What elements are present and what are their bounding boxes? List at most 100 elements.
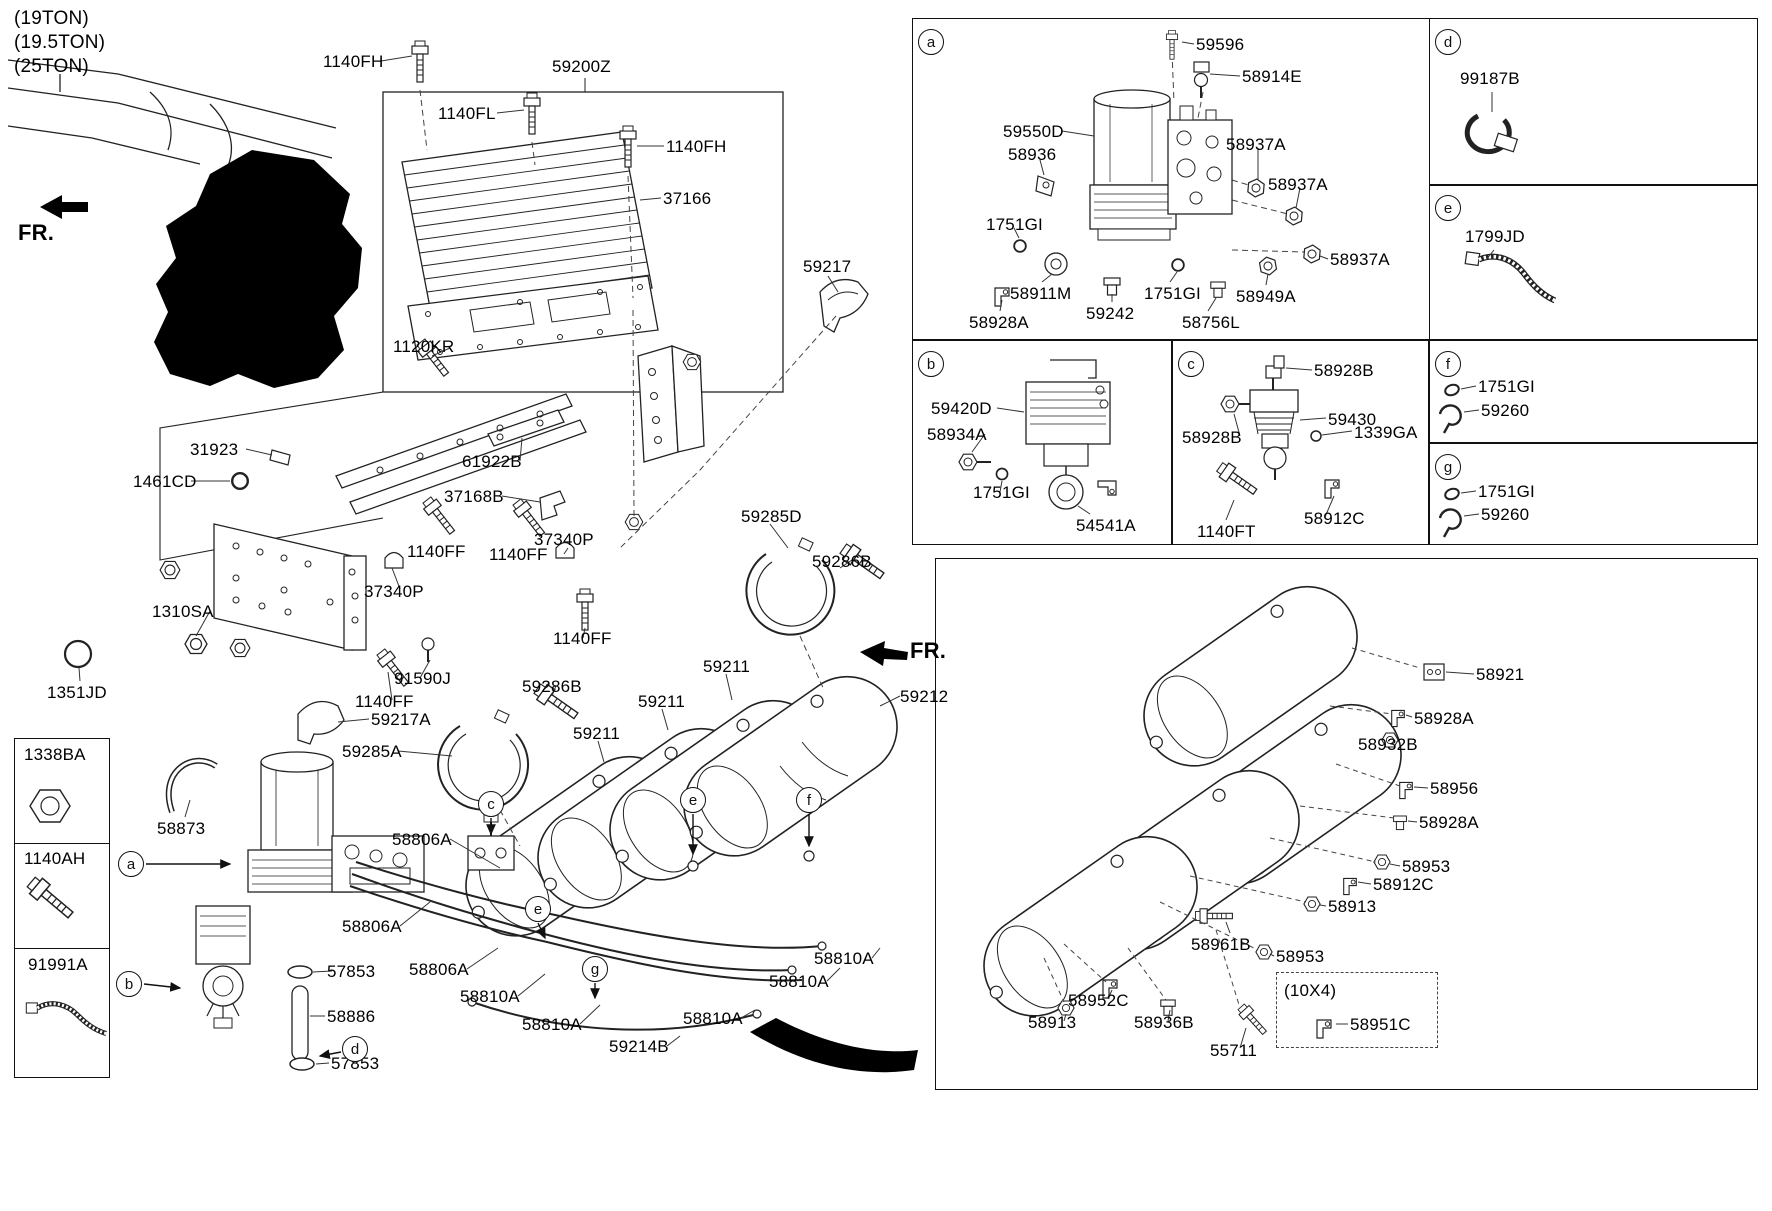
part-number-label: 58810A (522, 1015, 582, 1034)
part-number-label: 58806A (342, 917, 402, 936)
part-number-label: 37168B (444, 487, 504, 506)
part-number-label: 58913 (1328, 897, 1377, 916)
part-number-label: 58913 (1028, 1013, 1077, 1032)
part-number-label: 58937A (1268, 175, 1328, 194)
part-number-label: 59212 (900, 687, 949, 706)
part-number-label: 58934A (927, 425, 987, 444)
callout-e: e (680, 787, 706, 813)
part-number-label: 1339GA (1354, 423, 1418, 442)
part-number-label: 58937A (1330, 250, 1390, 269)
part-number-label: 59596 (1196, 35, 1245, 54)
part-number-label: 31923 (190, 440, 239, 459)
part-number-label: 58956 (1430, 779, 1479, 798)
part-number-label: 58961B (1191, 935, 1251, 954)
part-number-label: 58921 (1476, 665, 1525, 684)
part-number-label: 1140FT (1197, 522, 1256, 541)
fr-arrow-bottom (860, 641, 908, 666)
part-number-label: 58928A (1414, 709, 1474, 728)
part-number-label: 59285D (741, 507, 802, 526)
part-number-label: 1351JD (47, 683, 107, 702)
part-number-label: 1751GI (1478, 482, 1535, 501)
detail-panel-g (1429, 443, 1758, 545)
ton-variant-label: (25TON) (14, 56, 89, 77)
detail-panel-e (1429, 185, 1758, 340)
fr-direction-label: FR. (18, 220, 55, 245)
callout-d: d (1435, 29, 1461, 55)
part-number-label: 59430 (1328, 410, 1377, 429)
part-number-label: 91991A (28, 955, 88, 974)
part-number-label: 58756L (1182, 313, 1240, 332)
part-number-label: 58810A (769, 972, 829, 991)
blacked-out-assembly (154, 150, 362, 388)
part-number-label: 58952C (1068, 991, 1129, 1010)
part-number-label: 58806A (392, 830, 452, 849)
part-number-label: 1140FF (407, 542, 466, 561)
part-number-label: 58951C (1350, 1015, 1411, 1034)
part-number-label: 37340P (364, 582, 424, 601)
multiplier-box-10x4 (1276, 972, 1438, 1048)
part-number-label: 58810A (814, 949, 874, 968)
part-number-label: 1140FF (355, 692, 414, 711)
part-number-label: 59285A (342, 742, 402, 761)
part-number-label: 58949A (1236, 287, 1296, 306)
callout-a: a (118, 851, 144, 877)
fr-direction-label: FR. (910, 638, 947, 663)
detail-panel-d (1429, 18, 1758, 185)
callout-e: e (525, 896, 551, 922)
callout-g: g (582, 956, 608, 982)
callout-c: c (478, 791, 504, 817)
part-number-label: 57853 (331, 1054, 380, 1073)
callout-a: a (918, 29, 944, 55)
part-number-label: 1751GI (973, 483, 1030, 502)
part-number-label: 37340P (534, 530, 594, 549)
callout-b: b (116, 971, 142, 997)
ton-variant-label: (19TON) (14, 8, 89, 29)
part-number-label: 58886 (327, 1007, 376, 1026)
part-number-label: 59211 (573, 724, 621, 743)
part-number-label: 58912C (1304, 509, 1365, 528)
part-number-label: 58936 (1008, 145, 1057, 164)
ton-variant-label: (19.5TON) (14, 32, 106, 53)
detail-panel-f (1429, 340, 1758, 443)
part-number-label: 58912C (1373, 875, 1434, 894)
part-number-label: 58911M (1010, 284, 1072, 303)
part-number-label: 1140FH (666, 137, 727, 156)
part-number-label: 61922B (462, 452, 522, 471)
part-number-label: 1310SA (152, 602, 214, 621)
part-number-label: 59217A (371, 710, 431, 729)
part-number-label: 58928B (1182, 428, 1242, 447)
part-number-label: 1140FL (438, 104, 496, 123)
part-number-label: 59550D (1003, 122, 1064, 141)
callout-f: f (796, 787, 822, 813)
detail-panel-b (912, 340, 1172, 545)
part-number-label: 59260 (1481, 401, 1530, 420)
callout-g: g (1435, 454, 1461, 480)
part-number-label: 59420D (931, 399, 992, 418)
part-number-label: 91590J (394, 669, 451, 688)
part-number-label: 58928A (1419, 813, 1479, 832)
part-number-label: 57853 (327, 962, 376, 981)
part-number-label: 1120KR (393, 337, 455, 356)
part-number-label: 58873 (157, 819, 206, 838)
part-number-label: 1338BA (24, 745, 86, 764)
part-number-label: 59200Z (552, 57, 611, 76)
callout-c: c (1178, 351, 1204, 377)
part-number-label: 1751GI (1478, 377, 1535, 396)
part-number-label: 58936B (1134, 1013, 1194, 1032)
part-number-label: 58806A (409, 960, 469, 979)
part-number-label: 59286B (522, 677, 582, 696)
part-number-label: 1140FH (323, 52, 384, 71)
part-number-label: 99187B (1460, 69, 1520, 88)
part-number-label: 59286B (812, 552, 872, 571)
hardware-legend-box (14, 738, 110, 1078)
part-number-label: 1140FF (553, 629, 612, 648)
part-number-label: 1799JD (1465, 227, 1525, 246)
part-number-label: 1140AH (24, 849, 86, 868)
detail-panel-c (1172, 340, 1429, 545)
part-number-label: (10X4) (1284, 981, 1337, 1000)
part-number-label: 58932B (1358, 735, 1418, 754)
part-number-label: 59217 (803, 257, 852, 276)
part-number-label: 59211 (703, 657, 751, 676)
